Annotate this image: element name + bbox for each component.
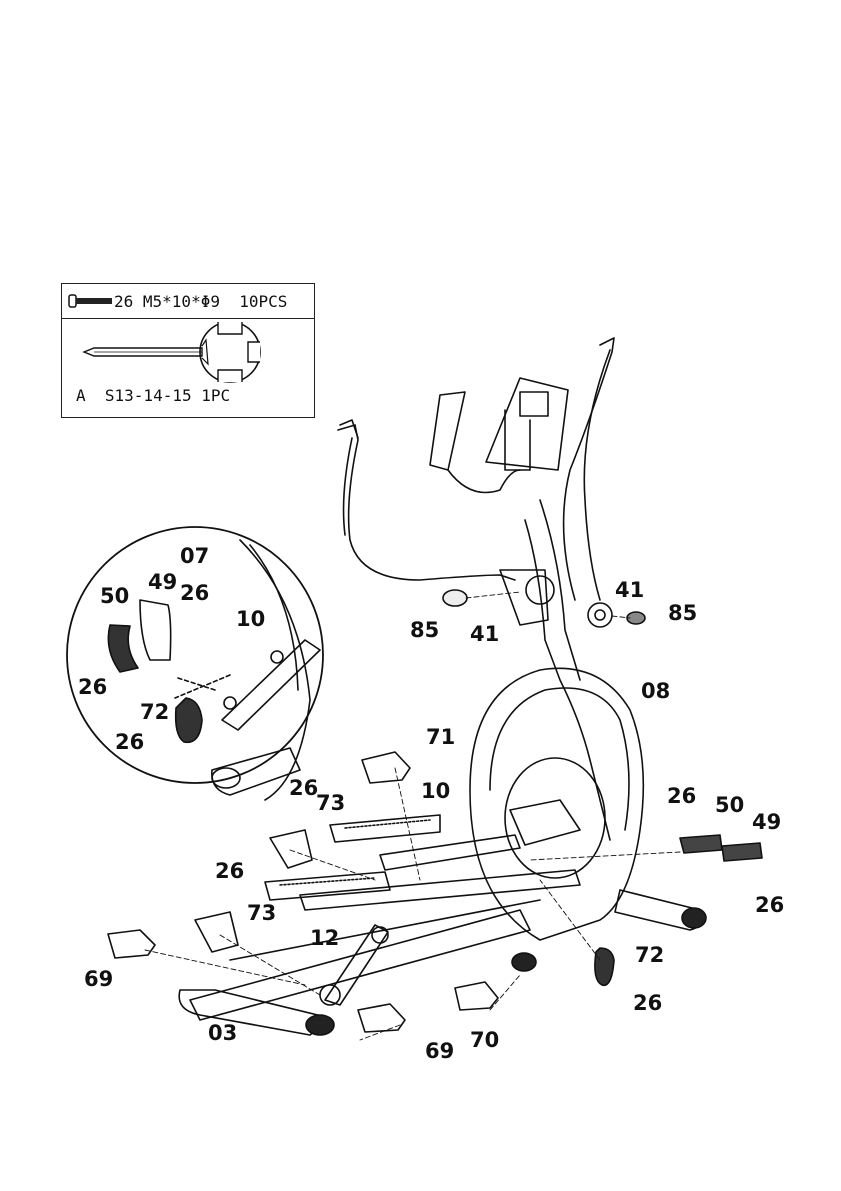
callout-07: 07: [180, 544, 209, 568]
callout-85-left: 85: [410, 618, 439, 642]
cover-69-left: [108, 930, 155, 958]
endcap-49-right: [722, 843, 762, 861]
callout-26-detail-left: 26: [78, 675, 107, 699]
callout-26-detail-top: 26: [180, 581, 209, 605]
callout-70: 70: [470, 1028, 499, 1052]
detail-cap-72: [176, 698, 202, 742]
callout-10: 10: [421, 779, 450, 803]
callout-50-detail: 50: [100, 584, 129, 608]
left-handlebar: [338, 425, 515, 580]
main-rail: [190, 910, 530, 1020]
callout-50-right: 50: [715, 793, 744, 817]
callout-49-detail: 49: [148, 570, 177, 594]
cap-72-right: [595, 948, 614, 985]
callout-85-right: 85: [668, 601, 697, 625]
endcap-50-right: [680, 835, 722, 853]
callout-41-left: 41: [470, 622, 499, 646]
cover-69-bottom: [358, 1004, 405, 1032]
callout-26-pedal-lower: 26: [215, 859, 244, 883]
callout-26-right-bottom: 26: [755, 893, 784, 917]
cover-71: [362, 752, 410, 783]
callout-26-detail-bottom: 26: [115, 730, 144, 754]
callout-69-bottom: 69: [425, 1039, 454, 1063]
callout-41-right: 41: [615, 578, 644, 602]
callout-72-detail: 72: [140, 700, 169, 724]
detail-endcap-50: [108, 625, 138, 672]
pedal-lower: [265, 872, 390, 900]
upper-handle-left: [430, 392, 465, 470]
detail-plate-49: [140, 600, 171, 660]
callout-08: 08: [641, 679, 670, 703]
callout-03: 03: [208, 1021, 237, 1045]
upper-handle-right: [564, 338, 614, 600]
callout-71: 71: [426, 725, 455, 749]
callout-73-lower: 73: [247, 901, 276, 925]
callout-69-left: 69: [84, 967, 113, 991]
callout-26-pedal-upper: 26: [289, 776, 318, 800]
callout-26-right-top: 26: [667, 784, 696, 808]
cover-70: [455, 982, 498, 1010]
cover-73-lower: [195, 912, 238, 952]
callout-49-right: 49: [752, 810, 781, 834]
cap-85-left: [443, 590, 467, 606]
cover-73-upper: [270, 830, 312, 868]
callout-72-right: 72: [635, 943, 664, 967]
callout-26-right-cap: 26: [633, 991, 662, 1015]
callout-73-upper: 73: [316, 791, 345, 815]
callout-12: 12: [310, 926, 339, 950]
pedal-arm-upper: [380, 835, 520, 870]
callout-10-detail: 10: [236, 607, 265, 631]
